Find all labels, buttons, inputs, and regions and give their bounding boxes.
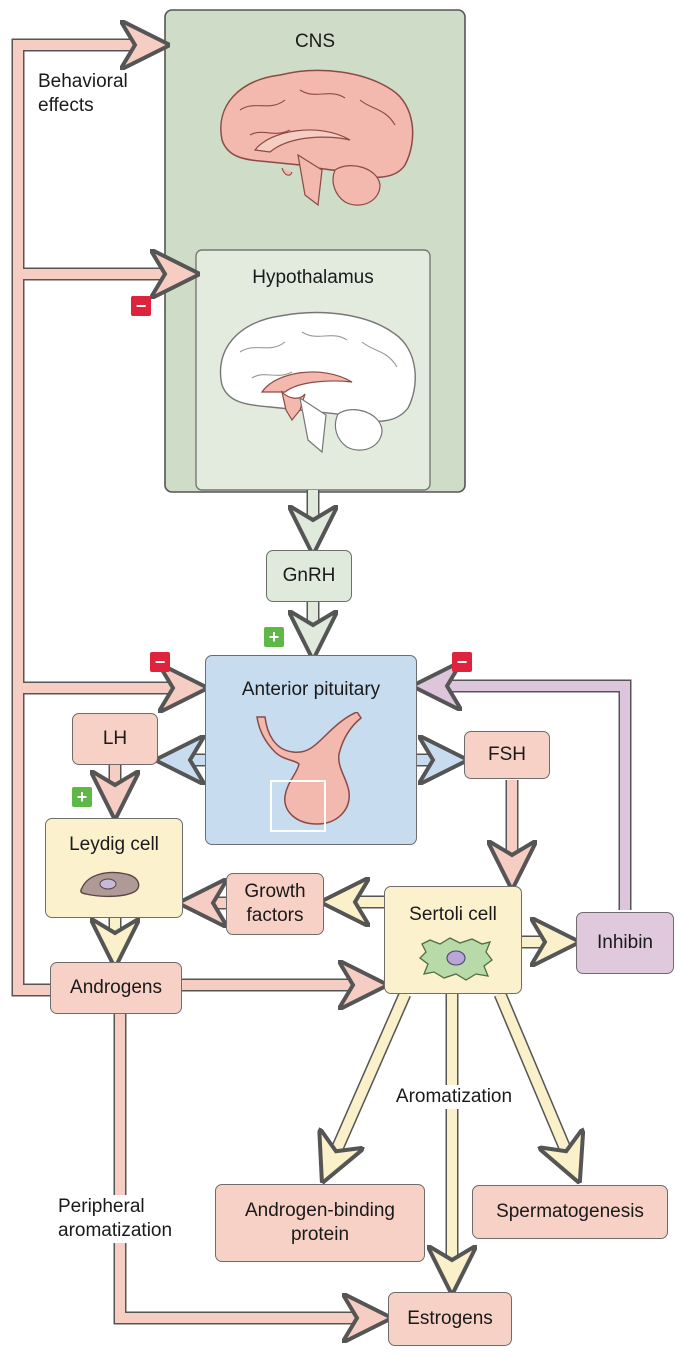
gnrh-box: GnRH [266,550,352,602]
leydig-cell-box: Leydig cell [45,818,183,918]
inhibin-pituitary-inhibition-sign: − [452,652,472,672]
growth-factors-line2: factors [246,905,304,926]
hypothalamus-inhibition-sign: − [131,296,151,316]
behavioral-effects-line2: effects [38,95,94,116]
abp-line1: Androgen-binding [244,1200,395,1221]
leydig-cell-icon [80,871,140,898]
androgen-pituitary-inhibition-sign: − [150,652,170,672]
cns-brain-icon [220,69,414,207]
androgens-box: Androgens [50,962,182,1014]
gnrh-stimulation-sign: + [264,627,284,647]
lh-stimulation-sign: + [72,787,92,807]
estrogens-box: Estrogens [388,1292,512,1346]
peripheral-aromatization-label: Peripheral aromatization [58,1195,198,1243]
anterior-pituitary-label: Anterior pituitary [241,679,381,700]
growth-factors-box: Growth factors [226,873,324,935]
hypothalamus-label: Hypothalamus [252,267,374,288]
peripheral-aromatization-arrow [115,1014,372,1318]
cns-label: CNS [294,31,336,52]
abp-line2: protein [290,1224,350,1245]
inhibin-box: Inhibin [576,912,674,974]
androgen-binding-protein-box: Androgen-binding protein [215,1184,425,1262]
peripheral-aromatization-line1: Peripheral [58,1196,145,1217]
behavioral-effects-line1: Behavioral [38,71,128,92]
pituitary-gland-icon [256,712,363,832]
behavioral-effects-label: Behavioral effects [38,70,148,118]
lh-box: LH [72,713,158,765]
peripheral-aromatization-line2: aromatization [58,1220,173,1241]
fsh-box: FSH [464,731,550,779]
leydig-cell-label: Leydig cell [69,834,159,855]
aromatization-label: Aromatization [384,1085,524,1109]
spermatogenesis-box: Spermatogenesis [472,1185,668,1239]
growth-factors-line1: Growth [244,881,306,902]
sertoli-cell-icon [419,937,493,981]
inhibin-feedback-arrow [432,686,630,910]
sertoli-to-abp-arrow [330,991,410,1165]
sertoli-to-spermatogenesis-arrow [495,992,572,1165]
sertoli-cell-label: Sertoli cell [409,904,497,925]
hypothalamus-brain-icon [219,311,416,454]
